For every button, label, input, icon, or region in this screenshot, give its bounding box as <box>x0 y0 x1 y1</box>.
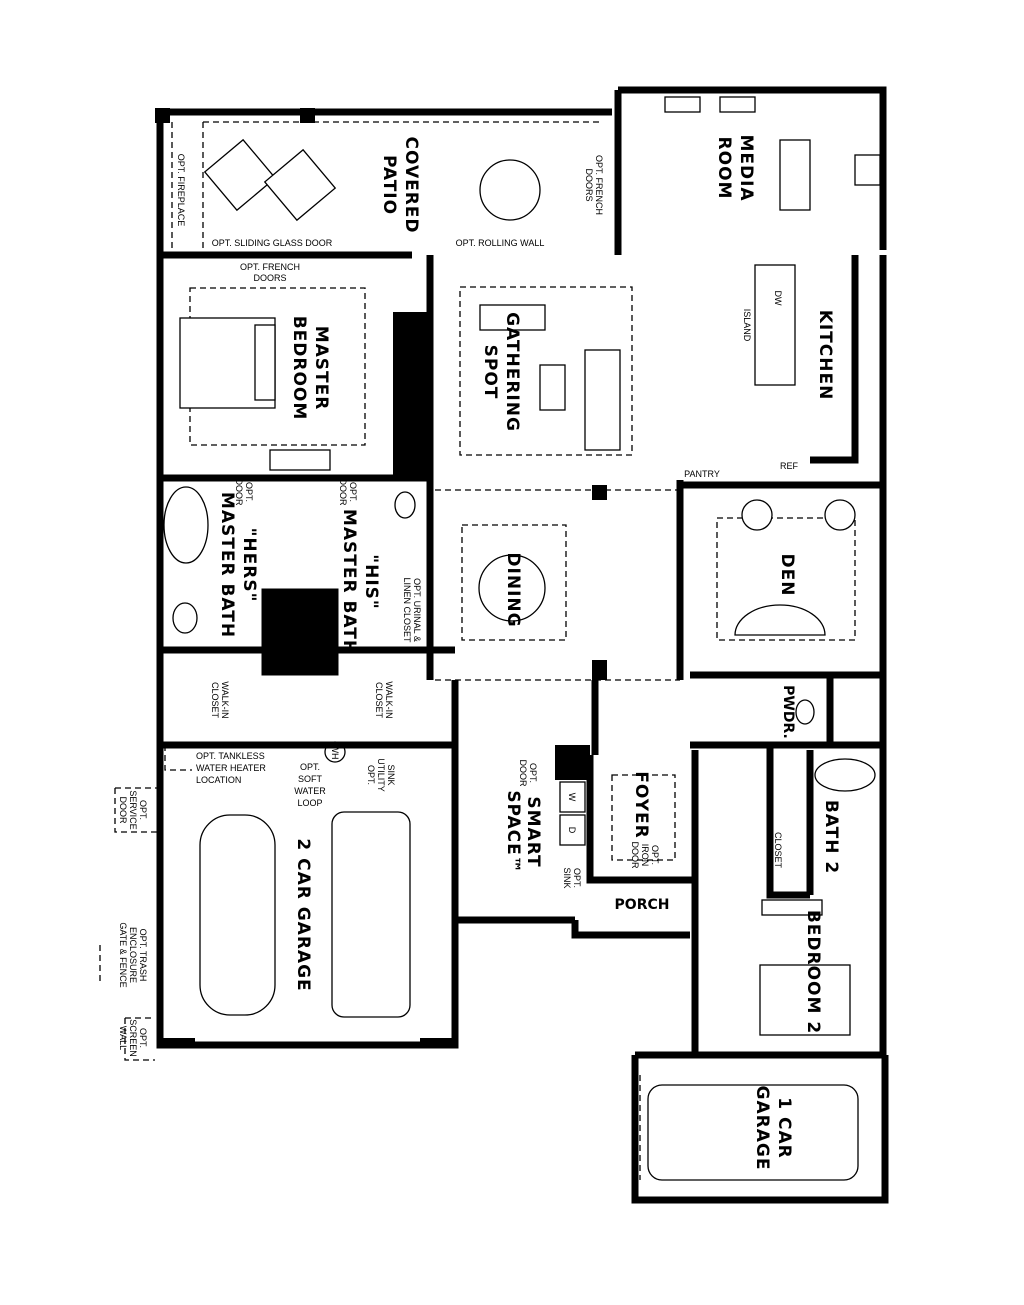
label-2-car-garage: 2 CAR GARAGE <box>293 838 313 991</box>
note-wh: WH <box>330 745 340 760</box>
note-washer: W <box>567 793 577 802</box>
note-patio-fireplace: OPT. FIREPLACE <box>176 154 186 227</box>
dining-table <box>478 554 546 622</box>
dryer <box>559 814 586 846</box>
label-den: DEN <box>777 554 797 597</box>
label-pwdr: PWDR. <box>780 685 796 739</box>
toilet <box>394 491 416 519</box>
note-ref: REF <box>780 461 799 471</box>
toilet <box>172 602 198 634</box>
tub <box>163 486 209 564</box>
label-1-car-garage: 1 CARGARAGE <box>752 1086 794 1171</box>
note-rolling-wall: OPT. ROLLING WALL <box>456 238 545 248</box>
den-desk <box>734 604 826 636</box>
water-heater <box>324 741 346 763</box>
label-his-master-bath: "HIS"MASTER BATH <box>339 509 381 655</box>
note-his-closet: WALK-INCLOSET <box>374 681 394 718</box>
tv <box>854 154 881 186</box>
note-pantry: PANTRY <box>684 469 720 479</box>
label-porch: PORCH <box>615 897 670 913</box>
furniture <box>163 96 881 1181</box>
optional-lines <box>164 121 856 1180</box>
note-dryer: D <box>567 827 577 834</box>
dresser <box>269 449 331 471</box>
note-screen-wall: OPT.SCREENWALL <box>118 1019 148 1057</box>
den-chair <box>824 499 856 531</box>
note-sliding-glass-door: OPT. SLIDING GLASS DOOR <box>212 238 333 248</box>
patio-table <box>479 159 541 221</box>
note-utility-sink: OPT.UTILITYSINK <box>366 758 396 792</box>
note-smart-door: OPT.DOOR <box>518 760 538 788</box>
suv <box>647 1084 859 1181</box>
lounge-chair <box>203 138 277 212</box>
label-kitchen: KITCHEN <box>815 310 835 401</box>
lounge-chair <box>263 148 337 222</box>
den-chair <box>741 499 773 531</box>
note-closet: CLOSET <box>773 832 783 869</box>
note-service-door: OPT.SERVICEDOOR <box>118 790 148 829</box>
label-bedroom-2: BEDROOM 2 <box>803 910 823 1034</box>
note-dw: DW <box>773 291 783 306</box>
note-master-fireplace: OPT. FIREPLACE <box>404 354 414 427</box>
label-master-bedroom: MASTERBEDROOM <box>289 316 331 421</box>
walls <box>155 86 889 1204</box>
kitchen-island <box>754 264 796 386</box>
toilet <box>795 699 815 725</box>
desk <box>719 96 756 113</box>
note-iron-door: OPT.IRONDOOR <box>630 842 660 870</box>
label-hers-master-bath: "HERS"MASTER BATH <box>217 492 259 638</box>
label-media-room: MEDIAROOM <box>714 134 756 201</box>
note-hers-door: OPT.DOOR <box>234 479 254 507</box>
sofa <box>779 139 811 211</box>
coffee-table <box>539 364 566 411</box>
label-covered-patio: COVEREDPATIO <box>379 136 421 233</box>
note-island: ISLAND <box>742 309 752 342</box>
note-hers-closet: WALK-INCLOSET <box>210 681 230 718</box>
note-media-french-doors: OPT. FRENCHDOORS <box>584 155 604 215</box>
label-smart-space: SMARTSPACE™ <box>503 790 543 873</box>
room-labels: COVEREDPATIO MEDIAROOM MASTERBEDROOM GAT… <box>217 134 841 1170</box>
note-trash-enclosure: OPT. TRASHENCLOSUREGATE & FENCE <box>118 922 148 987</box>
notes: OPT. FIREPLACE OPT. SLIDING GLASS DOOR O… <box>99 154 799 1061</box>
label-dining: DINING <box>503 552 523 627</box>
note-his-door: OPT.DOOR <box>338 479 358 507</box>
washer <box>559 781 586 813</box>
label-bath-2: BATH 2 <box>821 800 841 874</box>
car <box>199 814 276 1016</box>
note-urinal-closet: OPT. URINAL &LINEN CLOSET <box>402 577 422 643</box>
sectional <box>584 349 621 451</box>
label-gathering-spot: GATHERINGSPOT <box>480 312 522 432</box>
bed <box>759 964 851 1036</box>
label-foyer: FOYER <box>631 771 651 838</box>
sectional <box>479 304 546 331</box>
truck <box>331 811 411 1018</box>
desk <box>664 96 701 113</box>
tub <box>814 758 876 792</box>
note-smart-sink: OPT.SINK <box>562 867 582 888</box>
fireplace-block <box>393 312 430 477</box>
